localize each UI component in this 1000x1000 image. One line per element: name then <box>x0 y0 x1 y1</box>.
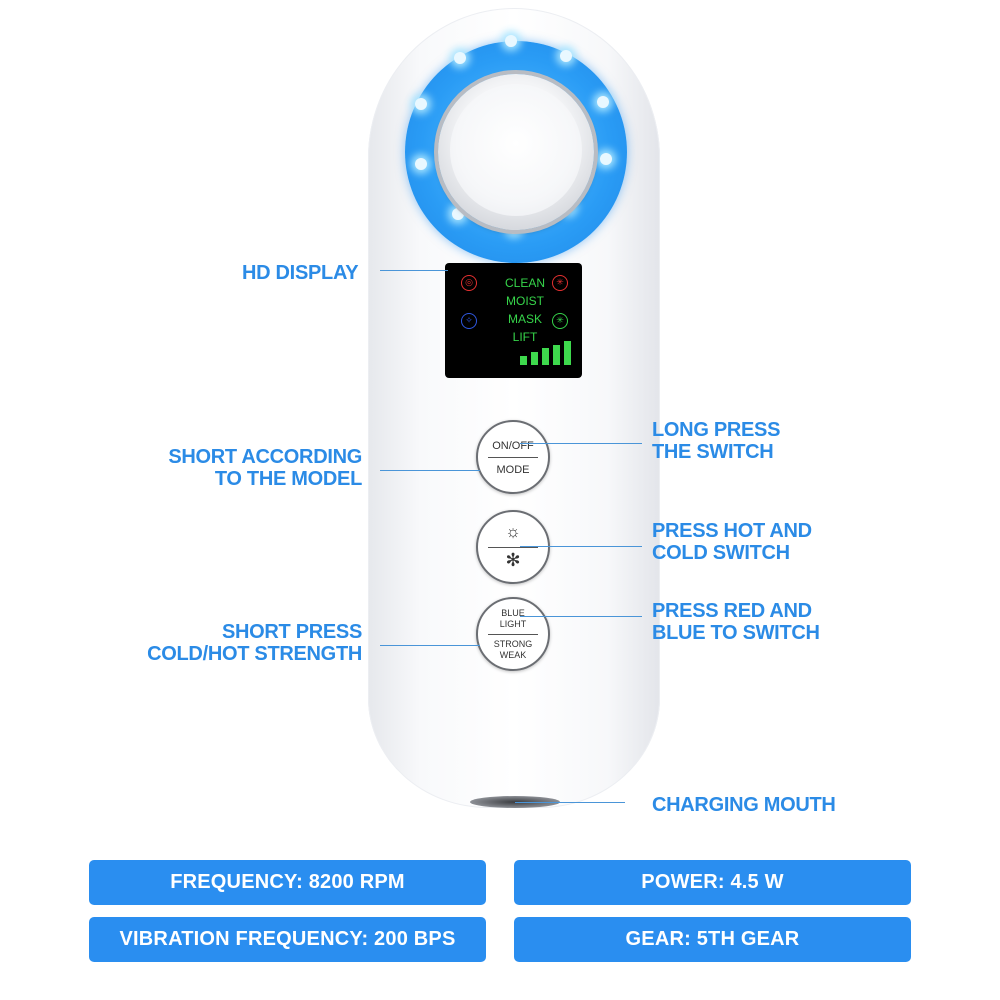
led-dot <box>415 98 427 110</box>
hd-display-screen: ◎ ✳ ✧ ✳ CLEAN MOIST MASK LIFT <box>445 263 582 378</box>
massage-head-face <box>450 84 582 216</box>
light-text: LIGHT <box>499 619 527 629</box>
led-dot <box>600 153 612 165</box>
red-blue-pointer <box>520 616 642 617</box>
hot-cold-pointer <box>520 546 642 547</box>
red-blue-label-line1: PRESS RED AND <box>652 600 812 622</box>
sun-icon: ☼ <box>505 522 521 541</box>
short-model-pointer <box>380 470 480 471</box>
vibration-frequency-spec: VIBRATION FREQUENCY: 200 BPS <box>89 917 486 962</box>
hd-display-label: HD DISPLAY <box>242 262 359 284</box>
green-lamp-icon: ✳ <box>552 313 568 329</box>
mode-moist: MOIST <box>506 294 544 308</box>
snowflake-icon: ✻ <box>505 550 521 570</box>
charging-pointer <box>515 802 625 803</box>
hot-cold-label-line2: COLD SWITCH <box>652 542 790 564</box>
long-press-label-line1: LONG PRESS <box>652 419 781 441</box>
charging-mouth-label: CHARGING MOUTH <box>652 794 836 816</box>
level-bar <box>564 341 571 365</box>
led-dot <box>597 96 609 108</box>
level-bar <box>520 356 527 365</box>
red-lamp-icon: ✳ <box>552 275 568 291</box>
button-divider <box>488 457 538 458</box>
on-off-mode-button[interactable]: ON/OFF MODE <box>476 420 550 494</box>
frequency-spec: FREQUENCY: 8200 RPM <box>89 860 486 905</box>
hot-cold-button[interactable]: ☼ ✻ <box>476 510 550 584</box>
blue-text: BLUE <box>501 608 525 618</box>
short-model-label-line1: SHORT ACCORDING <box>168 446 362 468</box>
led-dot <box>560 50 572 62</box>
mode-clean: CLEAN <box>504 276 545 290</box>
level-bar <box>553 345 560 365</box>
short-press-label-line2: COLD/HOT STRENGTH <box>147 643 362 665</box>
led-dot <box>454 52 466 64</box>
blue-light-strength-button[interactable]: BLUE LIGHT STRONG WEAK <box>476 597 550 671</box>
short-press-pointer <box>380 645 480 646</box>
led-dot <box>452 208 464 220</box>
led-dot <box>415 158 427 170</box>
short-model-label-line2: TO THE MODEL <box>214 468 362 490</box>
weak-text: WEAK <box>499 650 527 660</box>
short-press-label-line1: SHORT PRESS <box>221 621 362 643</box>
strong-text: STRONG <box>493 639 533 649</box>
mode-lift: LIFT <box>512 330 538 344</box>
hd-display-pointer <box>380 270 448 271</box>
led-dot <box>505 35 517 47</box>
long-press-label-line2: THE SWITCH <box>652 441 774 463</box>
red-hot-icon: ◎ <box>461 275 477 291</box>
gear-spec: GEAR: 5TH GEAR <box>514 917 911 962</box>
mode-text: MODE <box>496 464 530 476</box>
red-blue-label-line2: BLUE TO SWITCH <box>652 622 820 644</box>
on-off-text: ON/OFF <box>492 440 534 452</box>
power-spec: POWER: 4.5 W <box>514 860 911 905</box>
hot-cold-label-line1: PRESS HOT AND <box>652 520 812 542</box>
blue-cold-icon: ✧ <box>461 313 477 329</box>
button-divider <box>488 634 538 635</box>
mode-mask: MASK <box>507 312 542 326</box>
button-divider <box>488 547 538 548</box>
level-bar <box>531 352 538 365</box>
level-bar <box>542 348 549 365</box>
long-press-pointer <box>520 443 642 444</box>
